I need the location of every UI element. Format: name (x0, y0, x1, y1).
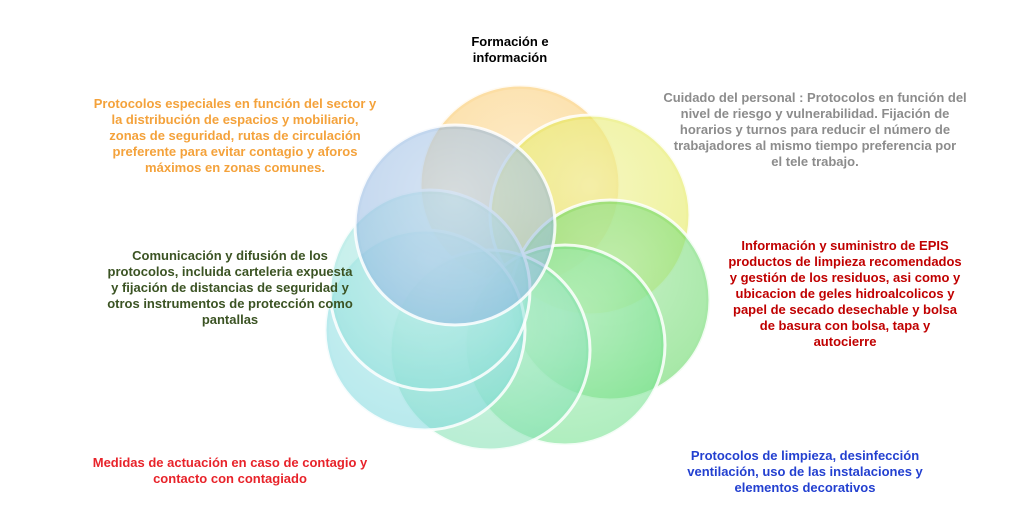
circles-group (323, 83, 712, 452)
label-protocolos-limpieza: Protocolos de limpieza, desinfección ven… (687, 448, 923, 495)
label-protocolos-especiales: Protocolos especiales en función del sec… (93, 96, 377, 175)
label-formacion-informacion: Formación e información (471, 34, 549, 65)
label-comunicacion-difusion: Comunicación y difusión de los protocolo… (107, 248, 353, 327)
label-medidas-actuacion: Medidas de actuación en caso de contagio… (92, 455, 368, 486)
label-informacion-epis: Información y suministro de EPIS product… (728, 238, 962, 349)
circle-blue-gloss (359, 129, 551, 321)
label-cuidado-personal: Cuidado del personal : Protocolos en fun… (663, 90, 967, 169)
